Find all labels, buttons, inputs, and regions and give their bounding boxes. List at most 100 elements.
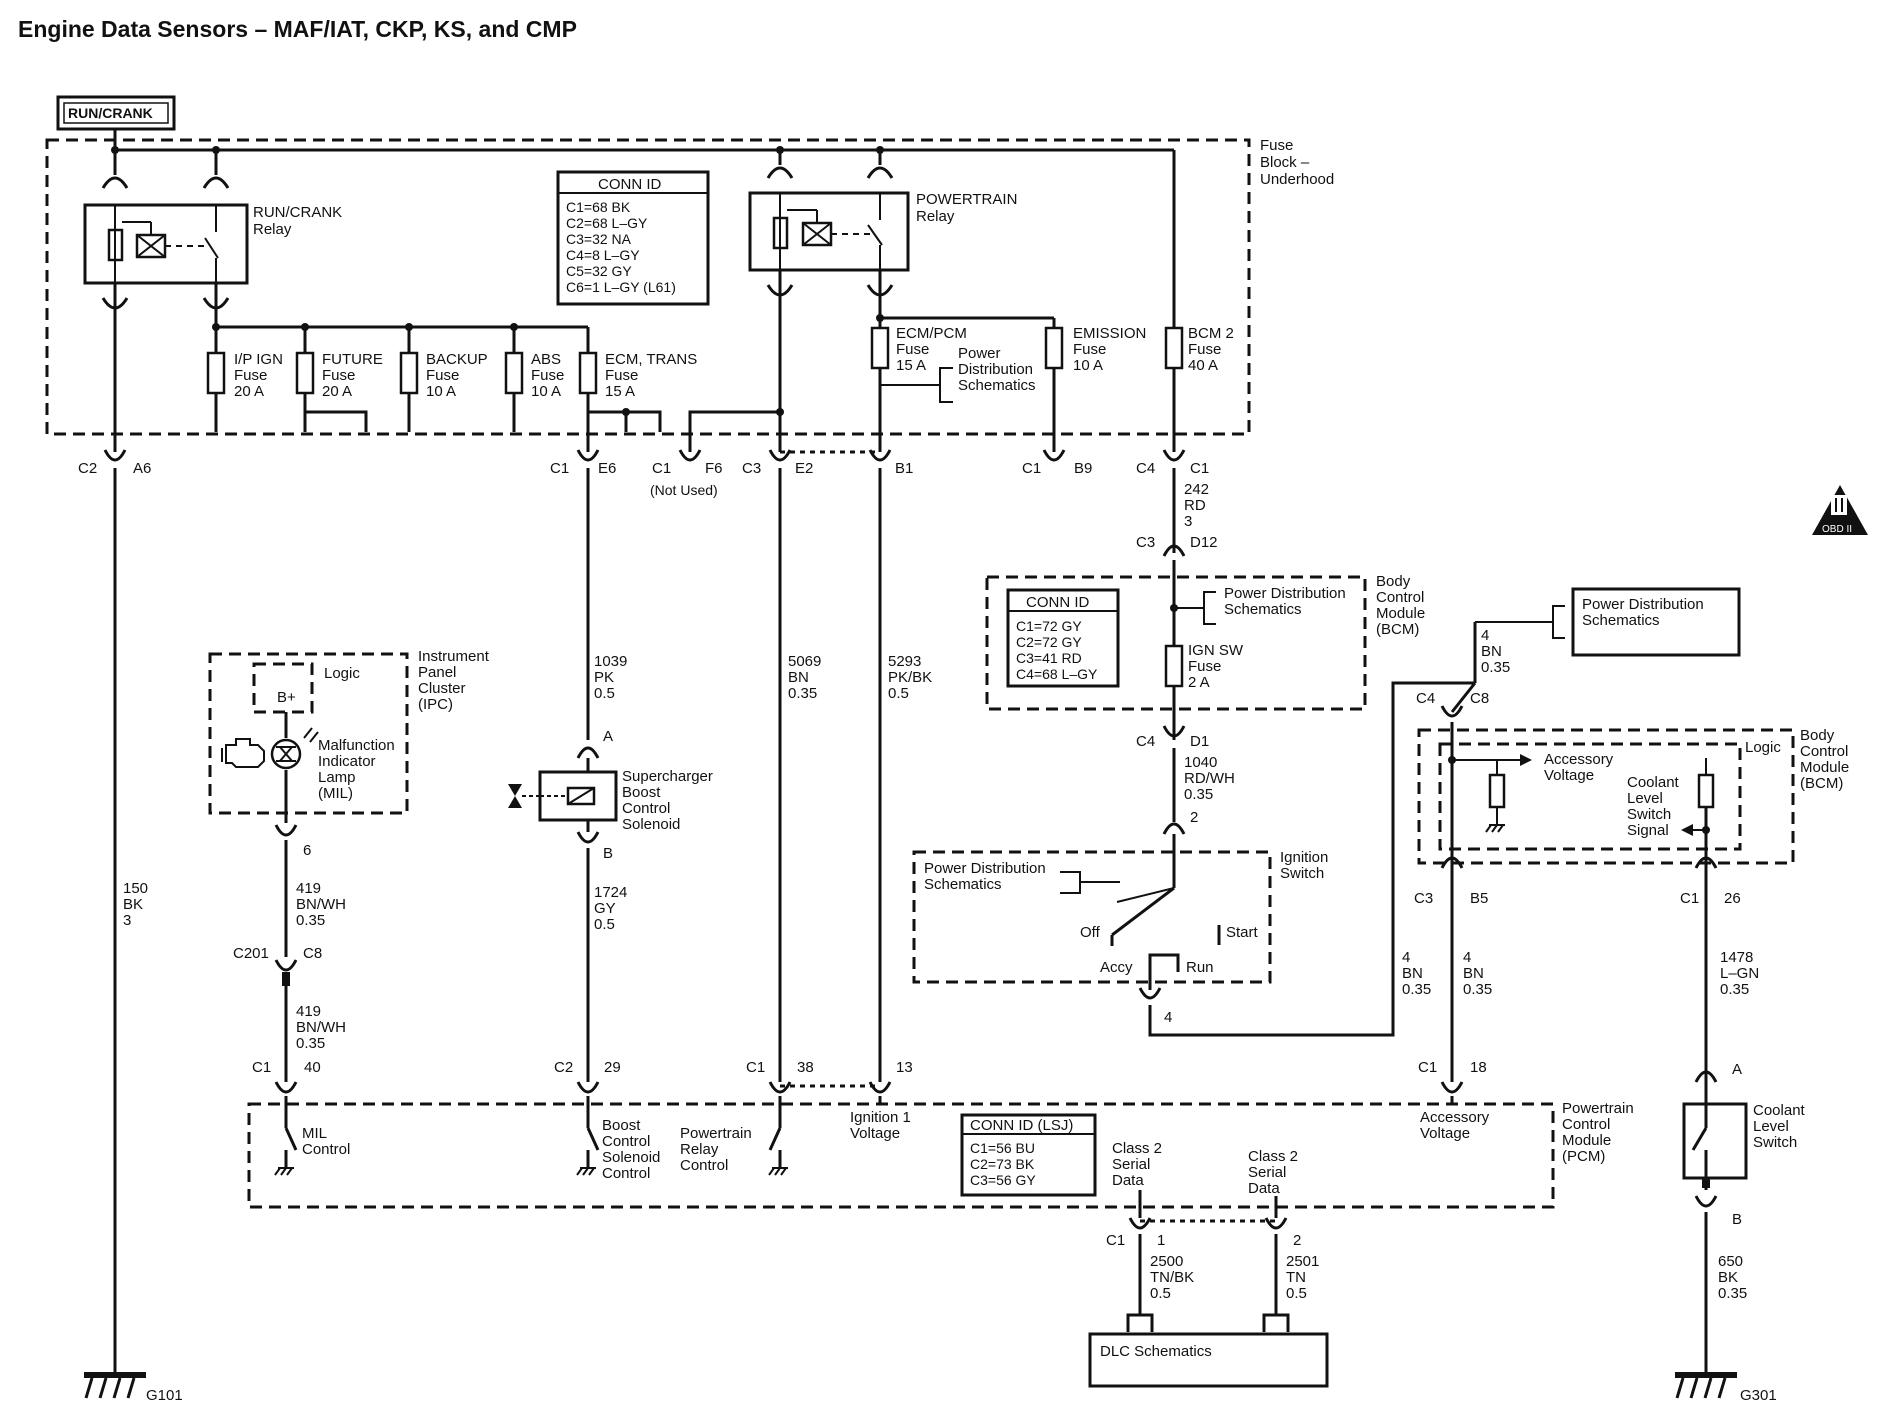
svg-text:BK: BK [1718, 1269, 1738, 1286]
mil-label: Malfunction Indicator Lamp (MIL) [318, 737, 395, 802]
bcm-top-label: Body Control Module (BCM) [1376, 573, 1425, 638]
svg-text:G301: G301 [1740, 1387, 1777, 1404]
svg-text:Control: Control [1376, 589, 1424, 606]
fuse-future: FUTURE Fuse 20 A [295, 327, 383, 432]
svg-text:Distribution: Distribution [958, 361, 1033, 378]
svg-text:2 A: 2 A [1188, 674, 1210, 691]
svg-text:Control: Control [602, 1165, 650, 1182]
solenoid-label: Supercharger Boost Control Solenoid [622, 768, 713, 833]
ignition-switch-label: Ignition Switch [1280, 849, 1328, 882]
dlc-pin1: 1 [1157, 1232, 1165, 1249]
svg-text:38: 38 [797, 1059, 814, 1076]
svg-text:29: 29 [604, 1059, 621, 1076]
svg-text:0.5: 0.5 [888, 685, 909, 702]
wire-2501-label: 2501 TN 0.5 [1286, 1253, 1319, 1302]
mil-control-label: MIL Control [302, 1125, 350, 1158]
svg-text:CONN ID: CONN ID [598, 176, 662, 193]
svg-text:419: 419 [296, 1003, 321, 1020]
svg-text:Powertrain: Powertrain [680, 1125, 752, 1142]
pcm-connector-row: C1 40 C2 29 C1 38 13 C1 18 [252, 1059, 1487, 1094]
class2-serial-data-a: Class 2 Serial Data [1112, 1140, 1162, 1189]
powertrain-relay-control-label: Powertrain Relay Control [680, 1125, 752, 1174]
ignition-switch [912, 850, 1272, 984]
svg-text:Control: Control [302, 1141, 350, 1158]
svg-text:Cluster: Cluster [418, 680, 466, 697]
svg-text:C6=1 L–GY (L61): C6=1 L–GY (L61) [566, 279, 676, 295]
svg-text:Class 2: Class 2 [1112, 1140, 1162, 1157]
bcm-d1-label: D1 [1190, 733, 1209, 750]
bcm-right-logic: Logic [1745, 739, 1781, 756]
svg-text:Control: Control [602, 1133, 650, 1150]
svg-text:Voltage: Voltage [1544, 767, 1594, 784]
ign-off-label: Off [1080, 924, 1101, 941]
body-control-module-right [1417, 728, 1795, 865]
ign-switch-power-distribution: Power Distribution Schematics [924, 860, 1046, 893]
svg-text:Control: Control [622, 800, 670, 817]
svg-text:Panel: Panel [418, 664, 456, 681]
svg-text:Switch: Switch [1627, 806, 1671, 823]
svg-text:BN: BN [1481, 643, 1502, 660]
svg-text:ECM, TRANS: ECM, TRANS [605, 351, 697, 368]
svg-text:0.35: 0.35 [1184, 786, 1213, 803]
svg-text:Switch: Switch [1280, 865, 1324, 882]
svg-text:650: 650 [1718, 1253, 1743, 1270]
svg-text:Fuse: Fuse [1188, 341, 1221, 358]
ign-switch-pin2: 2 [1190, 809, 1198, 826]
svg-text:Power: Power [958, 345, 1001, 362]
svg-text:Power Distribution: Power Distribution [1224, 585, 1346, 602]
powertrain-relay: POWERTRAIN Relay [748, 150, 1017, 297]
svg-text:(BCM): (BCM) [1800, 775, 1843, 792]
svg-text:(MIL): (MIL) [318, 785, 353, 802]
boost-control-label: Boost Control Solenoid Control [602, 1117, 660, 1182]
svg-text:1039: 1039 [594, 653, 627, 670]
svg-text:PK/BK: PK/BK [888, 669, 932, 686]
svg-text:Level: Level [1627, 790, 1663, 807]
coolant-switch-label: Coolant Level Switch [1753, 1102, 1806, 1151]
boost-control-switch [576, 1096, 600, 1176]
fuse-emission: EMISSION Fuse 10 A [1044, 318, 1146, 452]
ipc-b-plus: B+ [277, 689, 296, 706]
svg-text:C3=32 NA: C3=32 NA [566, 231, 632, 247]
svg-text:Fuse: Fuse [234, 367, 267, 384]
obd-ii-badge: OBD II [1812, 485, 1868, 535]
diagram-title: Engine Data Sensors – MAF/IAT, CKP, KS, … [18, 16, 577, 42]
svg-text:1478: 1478 [1720, 949, 1753, 966]
wire-650-label: 650 BK 0.35 [1718, 1253, 1747, 1302]
svg-text:BACKUP: BACKUP [426, 351, 488, 368]
wire-5293-label: 5293 PK/BK 0.5 [888, 653, 932, 702]
wire-5069-label: 5069 BN 0.35 [788, 653, 821, 702]
svg-text:Voltage: Voltage [850, 1125, 900, 1142]
svg-text:1040: 1040 [1184, 754, 1217, 771]
svg-text:FUTURE: FUTURE [322, 351, 383, 368]
svg-text:150: 150 [123, 880, 148, 897]
svg-text:E6: E6 [598, 460, 616, 477]
svg-text:40: 40 [304, 1059, 321, 1076]
wire-4-right-label: 4 BN 0.35 [1463, 949, 1492, 998]
bcm-right-c4: C4 [1416, 690, 1435, 707]
svg-text:0.35: 0.35 [788, 685, 817, 702]
ipc-label: Instrument Panel Cluster (IPC) [418, 648, 490, 713]
svg-text:BN/WH: BN/WH [296, 1019, 346, 1036]
svg-text:3: 3 [1184, 513, 1192, 530]
wire-242-label: 242 RD 3 [1184, 481, 1209, 530]
connector-row-fuse-block: C2 A6 C1 E6 C1 F6 (Not Used) C3 E2 B1 C1… [78, 449, 1209, 498]
wire-1040-label: 1040 RD/WH 0.35 [1184, 754, 1235, 803]
svg-text:Schematics: Schematics [1582, 612, 1660, 629]
svg-text:RUN/CRANK: RUN/CRANK [253, 204, 342, 221]
svg-text:C1=56 BU: C1=56 BU [970, 1140, 1035, 1156]
wire-2500-label: 2500 TN/BK 0.5 [1150, 1253, 1194, 1302]
wire-419b-label: 419 BN/WH 0.35 [296, 1003, 346, 1052]
svg-text:C4=8 L–GY: C4=8 L–GY [566, 247, 640, 263]
svg-text:5293: 5293 [888, 653, 921, 670]
svg-text:4: 4 [1463, 949, 1471, 966]
c201-label: C201 [233, 945, 269, 962]
svg-text:Solenoid: Solenoid [622, 816, 680, 833]
svg-text:C1=68 BK: C1=68 BK [566, 199, 631, 215]
bcm-right-b5: B5 [1470, 890, 1488, 907]
svg-text:Power Distribution: Power Distribution [1582, 596, 1704, 613]
svg-text:(BCM): (BCM) [1376, 621, 1419, 638]
conn-id-pcm: CONN ID (LSJ) C1=56 BU C2=73 BK C3=56 GY [960, 1113, 1097, 1197]
svg-text:ECM/PCM: ECM/PCM [896, 325, 967, 342]
ign-accy-label: Accy [1100, 959, 1133, 976]
svg-text:Signal: Signal [1627, 822, 1669, 839]
